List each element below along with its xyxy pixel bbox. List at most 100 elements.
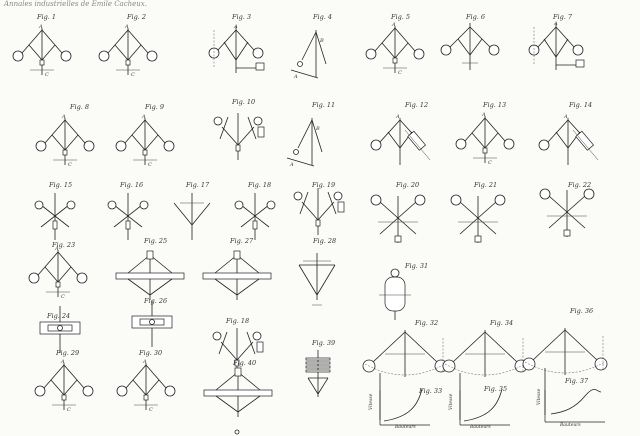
rod [464,117,486,142]
rod [240,204,270,228]
sleeve [235,144,241,152]
spring-plate [305,357,331,361]
rod [41,29,63,54]
letter: C [149,407,153,413]
governor-figure [379,268,411,320]
governor-figure [442,330,528,377]
sleeve [315,219,321,227]
rod [41,44,56,61]
figure-label: Fig. 9 [144,103,164,111]
figure-label: Fig. 26 [143,297,167,305]
figure-label: Fig. 33 [418,387,442,395]
rod [301,31,317,61]
letter: C [45,72,49,78]
figure-label: Fig. 36 [569,307,593,315]
figure-label: Fig. 20 [395,181,419,189]
rod [63,379,78,396]
speed-curve [550,389,602,415]
ball [572,44,584,56]
figure-label: Fig. 11 [311,101,335,109]
letter: C [67,407,71,413]
sleeve [474,235,482,243]
governor-figure: AC [34,359,94,413]
rod [50,379,65,396]
rod [246,331,256,355]
rod [149,278,173,296]
letter: A [293,74,298,80]
ball [365,48,377,60]
rod [127,29,149,54]
rod [149,254,173,274]
figure-label: Fig. 5 [390,13,410,21]
rod [40,204,70,228]
governor-figure [298,253,336,306]
ball [539,188,551,200]
letter: A [38,24,43,30]
rod [236,341,254,361]
governor-figure: A [528,21,585,70]
governor-figure: AC [28,246,88,300]
rod [220,341,238,361]
ball [83,140,95,152]
governor-figure [115,250,185,300]
rod [301,201,319,221]
counter-weight [255,62,265,71]
figure-label: Fig. 40 [232,359,256,367]
ball [503,138,515,150]
sleeve [234,359,240,367]
spring-plate [305,365,331,369]
governor-figure [379,373,430,426]
figure-label: Fig. 39 [311,339,335,347]
counter-weight [575,59,585,68]
ball [146,50,158,62]
ball [594,357,608,371]
ball [66,200,76,210]
ball-path-arc [524,361,606,374]
x-axis-label: Bauteurs [469,424,491,430]
figure-label: Fig. 3 [231,13,251,21]
rod [144,119,166,144]
governor-figure: BA [286,118,323,168]
governor-figure [370,194,426,243]
figure-label: Fig. 8 [69,103,89,111]
rod [471,132,486,149]
ball [538,139,550,151]
figure-label: Fig. 18 [225,317,249,325]
letter: C [148,162,152,168]
sleeve [62,149,68,156]
rod [217,29,237,51]
ball [234,200,244,210]
head [146,250,154,260]
rod [113,204,143,228]
governor-figure [213,113,265,160]
head [233,250,241,260]
ball [98,50,110,62]
figure-label: Fig. 34 [489,319,513,327]
governor-figure: AC [35,114,95,168]
governor-figure [39,306,81,353]
governor-figure [293,188,345,235]
rod [311,119,323,153]
letter: B [319,38,324,44]
ball [149,319,155,325]
rod [37,251,59,276]
rod [547,119,569,143]
figure-label: Fig. 7 [552,13,573,21]
ball [28,272,40,284]
governor-figure: BA [290,30,327,80]
rod [484,331,518,363]
ball [60,50,72,62]
inclined-spring [407,130,426,151]
ball [333,191,343,201]
rod [555,38,569,58]
rod [387,131,401,149]
sleeve [125,59,131,66]
figure-label: Fig. 29 [55,349,79,357]
figure-label: Fig. 27 [229,237,254,245]
figure-label: Fig. 25 [143,237,167,245]
ball [266,200,276,210]
rod [484,132,499,149]
figure-label: Fig. 24 [46,312,70,320]
figure-label: Fig. 18 [247,181,271,189]
